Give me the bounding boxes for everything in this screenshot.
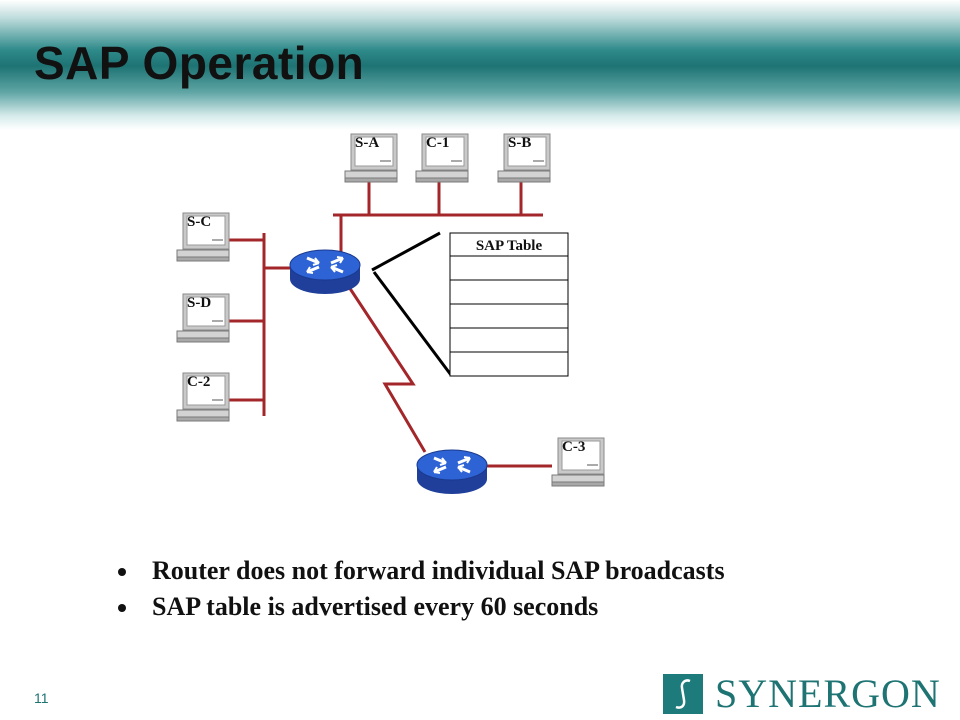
router-top: [288, 248, 362, 296]
node-label: C-1: [426, 135, 449, 151]
page-number: 11: [34, 690, 49, 706]
node-label: S-C: [187, 214, 211, 230]
node-label: S-B: [508, 135, 531, 151]
node-c-3: C-3: [551, 437, 605, 487]
slide-title: SAP Operation: [34, 37, 365, 89]
sap-table: SAP Table: [449, 232, 569, 377]
bullet-text: Router does not forward individual SAP b…: [152, 556, 725, 585]
bullet-text: SAP table is advertised every 60 seconds: [152, 592, 599, 621]
logo-wordmark: SYNERGON: [715, 671, 941, 716]
synergon-logo-icon: [663, 674, 703, 714]
bullet-item: Router does not forward individual SAP b…: [118, 554, 725, 588]
router-bottom: [415, 448, 489, 496]
sap-table-title: SAP Table: [476, 238, 543, 254]
node-s-a: S-A: [344, 133, 398, 183]
wan-serial-link: [347, 286, 427, 453]
node-s-c: S-C: [176, 212, 230, 262]
node-s-b: S-B: [497, 133, 551, 183]
bullet-dot-icon: [118, 568, 126, 576]
node-c-2: C-2: [176, 372, 230, 422]
header-band: [0, 0, 960, 130]
network-links: [229, 182, 552, 468]
bullet-dot-icon: [118, 604, 126, 612]
node-c-1: C-1: [415, 133, 469, 183]
bullet-list: Router does not forward individual SAP b…: [118, 554, 725, 626]
node-label: C-2: [187, 374, 210, 390]
node-label: C-3: [562, 439, 585, 455]
bullet-item: SAP table is advertised every 60 seconds: [118, 590, 725, 624]
node-label: S-D: [187, 295, 211, 311]
node-s-d: S-D: [176, 293, 230, 343]
sap-table-callout: [371, 231, 453, 376]
node-label: S-A: [355, 135, 379, 151]
